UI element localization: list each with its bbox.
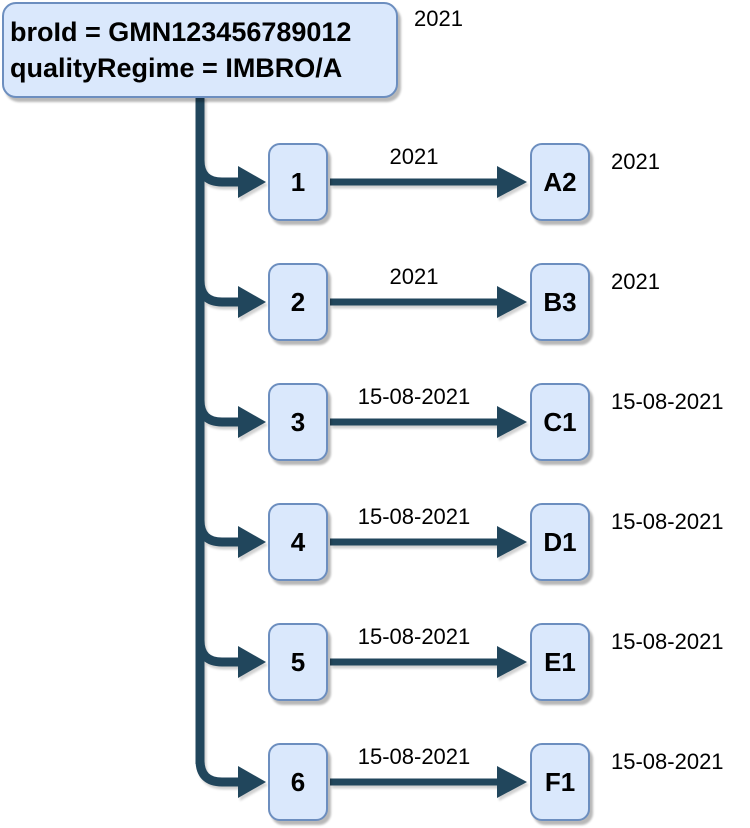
target-node-b3[interactable]: B3 (530, 263, 590, 341)
branch-elbow (195, 142, 238, 187)
source-node-3[interactable]: 3 (268, 383, 328, 461)
branch-arrowhead-icon (238, 166, 266, 198)
edge-arrowhead-icon (497, 766, 527, 798)
root-node-label: 2021 (414, 6, 463, 31)
target-node-label: 15-08-2021 (611, 509, 724, 534)
branch-elbow (195, 742, 238, 787)
edge-label: 15-08-2021 (357, 744, 471, 769)
branch-arrowhead-icon (238, 526, 266, 558)
target-node-label: 2021 (611, 149, 660, 174)
edge-label: 15-08-2021 (357, 384, 471, 409)
branch-arrowhead-icon (238, 406, 266, 438)
branch-arrowhead-icon (238, 646, 266, 678)
target-node-e1[interactable]: E1 (530, 623, 590, 701)
edge-arrowhead-icon (497, 406, 527, 438)
edge-arrowhead-icon (497, 286, 527, 318)
edge-arrowhead-icon (497, 526, 527, 558)
branch-elbow (195, 382, 238, 427)
target-node-a2[interactable]: A2 (530, 143, 590, 221)
edge-label: 15-08-2021 (357, 624, 471, 649)
branch-elbow (195, 502, 238, 547)
root-node-line-1: broId = GMN123456789012 (10, 17, 352, 47)
edge-label: 2021 (389, 144, 439, 169)
source-node-1[interactable]: 1 (268, 143, 328, 221)
target-node-label: 2021 (611, 269, 660, 294)
target-node-label: 15-08-2021 (611, 389, 724, 414)
branch-arrowhead-icon (238, 286, 266, 318)
source-node-4[interactable]: 4 (268, 503, 328, 581)
target-node-f1[interactable]: F1 (530, 743, 590, 821)
source-node-5[interactable]: 5 (268, 623, 328, 701)
target-node-c1[interactable]: C1 (530, 383, 590, 461)
root-node-line-2: qualityRegime = IMBRO/A (10, 53, 343, 83)
edge-arrowhead-icon (497, 646, 527, 678)
target-node-d1[interactable]: D1 (530, 503, 590, 581)
source-node-2[interactable]: 2 (268, 263, 328, 341)
edge-label: 2021 (389, 264, 439, 289)
branch-arrowhead-icon (238, 766, 266, 798)
target-node-label: 15-08-2021 (611, 749, 724, 774)
root-node[interactable]: broId = GMN123456789012 qualityRegime = … (2, 2, 398, 98)
target-node-label: 15-08-2021 (611, 629, 724, 654)
source-node-6[interactable]: 6 (268, 743, 328, 821)
branch-elbow (195, 262, 238, 307)
branch-elbow (195, 622, 238, 667)
edge-label: 15-08-2021 (357, 504, 471, 529)
edge-arrowhead-icon (497, 166, 527, 198)
